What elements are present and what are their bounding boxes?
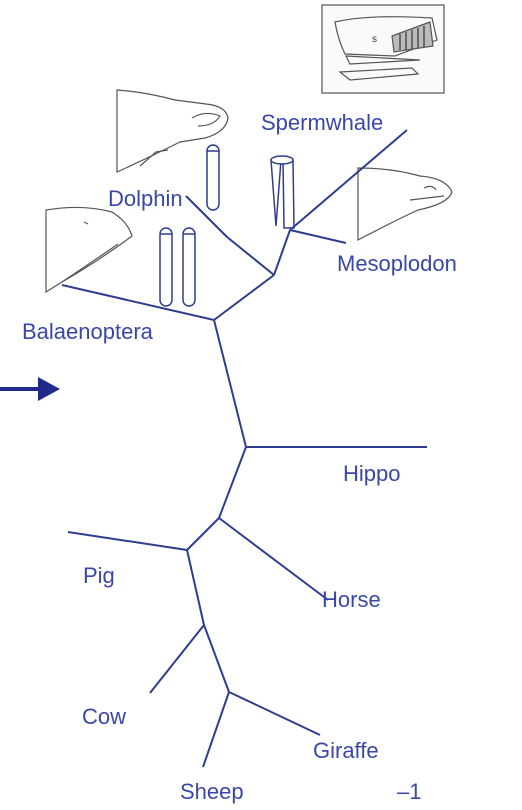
branch-giraffe [229, 692, 320, 735]
branch-cetacean-stem [214, 275, 274, 320]
side-arrow [0, 377, 60, 401]
label-spermwhale: Spermwhale [261, 112, 383, 134]
mesoplodon-head-sketch [358, 168, 452, 240]
label-balaenoptera: Balaenoptera [22, 321, 153, 343]
branch-sheep [203, 692, 229, 767]
branch-hippo-stem [214, 320, 246, 447]
label-mesoplodon: Mesoplodon [337, 253, 457, 275]
tree-branches [62, 130, 427, 767]
label-giraffe: Giraffe [313, 740, 379, 762]
branch-dolphin-cont [227, 237, 274, 275]
branch-pig [68, 532, 187, 550]
branch-horse [219, 518, 328, 600]
label-pig: Pig [83, 565, 115, 587]
branch-ruminant-lower [204, 625, 229, 692]
branch-spermwhale [290, 130, 407, 230]
label-hippo: Hippo [343, 463, 400, 485]
branch-pig-node [187, 518, 219, 550]
label-sheep: Sheep [180, 781, 244, 803]
sperm-sketch-letter: s [372, 34, 377, 45]
balaenoptera-head-sketch [46, 207, 132, 292]
branch-whale-node [274, 230, 290, 275]
branch-mesoplodon [290, 230, 346, 243]
branch-cow [150, 625, 204, 693]
label-horse: Horse [322, 589, 381, 611]
label-cow: Cow [82, 706, 126, 728]
spermwhale-head-sketch: s [322, 5, 444, 93]
branch-ruminant-stem [187, 550, 204, 625]
page-mark: –1 [397, 781, 421, 803]
branch-lower-stem [219, 447, 246, 518]
tube-markers [160, 145, 294, 306]
label-dolphin: Dolphin [108, 188, 183, 210]
